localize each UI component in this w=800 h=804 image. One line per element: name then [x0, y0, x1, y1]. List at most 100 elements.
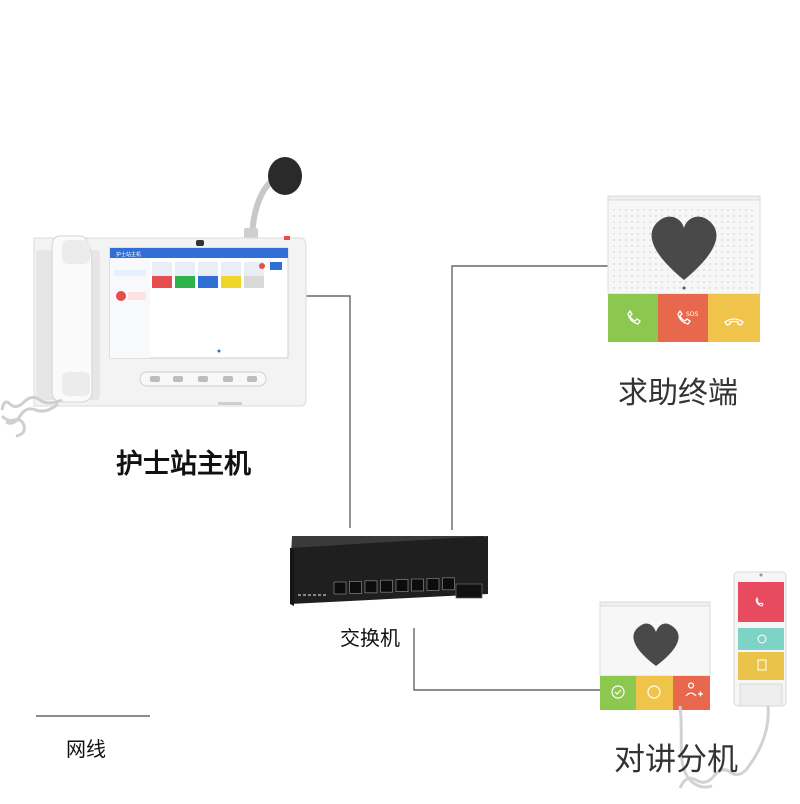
grille-hole	[637, 245, 639, 247]
grille-hole	[655, 251, 657, 253]
handset-call-key[interactable]	[738, 582, 784, 622]
grille-hole	[739, 227, 741, 229]
grille-hole	[739, 233, 741, 235]
grille-hole	[685, 215, 687, 217]
grille-hole	[619, 239, 621, 241]
grille-hole	[625, 263, 627, 265]
grille-hole	[613, 245, 615, 247]
grille-hole	[751, 287, 753, 289]
cable-switch-to-intercom	[413, 628, 600, 691]
grille-hole	[655, 275, 657, 277]
grille-hole	[655, 257, 657, 259]
grille-hole	[751, 209, 753, 211]
grille-hole	[649, 221, 651, 223]
grille-hole	[649, 215, 651, 217]
grille-hole	[745, 227, 747, 229]
grille-hole	[721, 275, 723, 277]
help-sos-button[interactable]	[658, 294, 708, 342]
grille-hole	[709, 281, 711, 283]
sos-phone-icon	[677, 309, 691, 325]
help-call-button[interactable]	[608, 294, 658, 342]
grille-hole	[631, 263, 633, 265]
grille-hole	[745, 239, 747, 241]
screen-header: 护士站主机	[116, 251, 141, 258]
grille-hole	[625, 281, 627, 283]
hangup-icon	[724, 318, 744, 326]
grille-hole	[643, 281, 645, 283]
grille-hole	[727, 263, 729, 265]
grille-hole	[667, 215, 669, 217]
grille-hole	[637, 281, 639, 283]
grille-hole	[655, 287, 657, 289]
grille-hole	[733, 221, 735, 223]
grille-hole	[697, 281, 699, 283]
grille-hole	[739, 209, 741, 211]
grille-hole	[715, 269, 717, 271]
grille-hole	[643, 269, 645, 271]
grille-hole	[679, 209, 681, 211]
grille-hole	[619, 227, 621, 229]
intercom-nurse-button[interactable]	[636, 676, 673, 710]
grille-hole	[625, 215, 627, 217]
grille-hole	[721, 245, 723, 247]
grille-hole	[715, 221, 717, 223]
grille-hole	[739, 245, 741, 247]
grille-hole	[745, 245, 747, 247]
grille-hole	[721, 263, 723, 265]
grille-hole	[733, 245, 735, 247]
grille-hole	[637, 287, 639, 289]
grille-hole	[631, 221, 633, 223]
ethernet-port	[395, 579, 409, 592]
grille-hole	[691, 275, 693, 277]
intercom-extension-device	[599, 601, 711, 710]
grille-hole	[703, 281, 705, 283]
grille-hole	[727, 257, 729, 259]
nurse-station-device: 护士站主机	[0, 157, 307, 438]
grille-hole	[625, 275, 627, 277]
grille-hole	[673, 209, 675, 211]
grille-hole	[739, 221, 741, 223]
label-legend-cable: 网线	[66, 737, 106, 761]
grille-hole	[613, 239, 615, 241]
grille-hole	[721, 215, 723, 217]
grille-hole	[727, 269, 729, 271]
grille-hole	[715, 227, 717, 229]
handset-doctor-key[interactable]	[738, 628, 784, 650]
grille-hole	[715, 281, 717, 283]
grille-hole	[649, 257, 651, 259]
grille-hole	[715, 245, 717, 247]
grille-hole	[745, 215, 747, 217]
grille-hole	[619, 263, 621, 265]
grille-hole	[691, 209, 693, 211]
grille-hole	[631, 257, 633, 259]
grille-hole	[625, 287, 627, 289]
grille-hole	[709, 287, 711, 289]
grille-hole	[691, 215, 693, 217]
grille-hole	[643, 245, 645, 247]
handset-light-key[interactable]	[738, 652, 784, 680]
sos-text: SOS	[686, 311, 699, 318]
handset	[51, 235, 93, 403]
grille-hole	[739, 281, 741, 283]
grille-hole	[715, 251, 717, 253]
grille-hole	[649, 263, 651, 265]
grille-hole	[631, 209, 633, 211]
grille-hole	[643, 227, 645, 229]
help-hangup-button[interactable]	[708, 294, 760, 342]
grille-hole	[721, 227, 723, 229]
grille-hole	[745, 275, 747, 277]
grille-hole	[643, 287, 645, 289]
grille-hole	[649, 287, 651, 289]
grille-hole	[631, 281, 633, 283]
grille-hole	[739, 215, 741, 217]
grille-hole	[727, 227, 729, 229]
grille-hole	[613, 251, 615, 253]
grille-hole	[721, 209, 723, 211]
grille-hole	[649, 281, 651, 283]
grille-hole	[613, 269, 615, 271]
grille-hole	[625, 221, 627, 223]
grille-hole	[739, 263, 741, 265]
phone-icon	[627, 309, 641, 325]
grille-hole	[625, 245, 627, 247]
network-switch	[290, 536, 488, 606]
